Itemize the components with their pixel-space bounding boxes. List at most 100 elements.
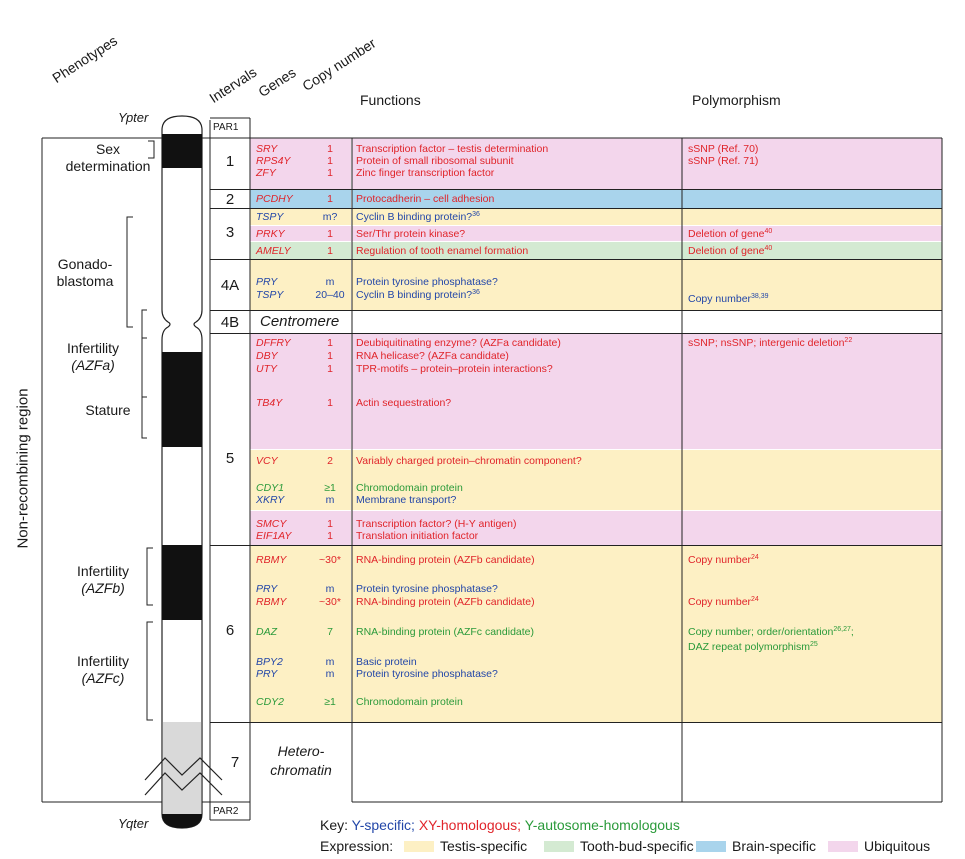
band-testis-tspy-genes xyxy=(250,209,351,225)
non-recombining-region-label: Non-recombining region xyxy=(14,388,32,549)
function-text: Basic protein xyxy=(356,656,417,668)
reference-sup: 40 xyxy=(764,228,773,235)
reference-sup: 24 xyxy=(751,596,759,603)
gene-name: PCDHY xyxy=(256,193,293,205)
copy-number: 1 xyxy=(327,155,333,167)
band-ubiquitous-azfa xyxy=(352,334,942,449)
function-text: RNA helicase? (AZFa candidate) xyxy=(356,350,509,362)
copy-number: 1 xyxy=(327,337,333,349)
reference-sup: 38,39 xyxy=(751,293,769,300)
band-ubiquitous-prky xyxy=(352,226,942,241)
phenotype-text: (AZFb) xyxy=(81,580,125,596)
polymorphism-main: sSNP; nsSNP; intergenic deletion xyxy=(688,337,845,349)
gene-name: CDY1 xyxy=(256,482,285,494)
band-ubiquitous-azfa-genes xyxy=(250,334,351,449)
gene-name: PRY xyxy=(256,583,278,595)
function-text: Protein of small ribosomal subunit xyxy=(356,155,514,167)
reference-sup: 36 xyxy=(472,211,480,218)
interval-6: 6 xyxy=(225,622,235,639)
copy-number: 1 xyxy=(327,397,333,409)
phenotype-gonadoblastoma: Gonado- blastoma xyxy=(45,256,125,290)
gene-name: TSPY xyxy=(256,211,284,223)
interval-7: 7 xyxy=(230,754,240,771)
key-y-autosome-homologous: Y-autosome-homologous xyxy=(524,817,680,833)
key-line: Key: Y-specific; XY-homologous; Y-autoso… xyxy=(320,817,680,833)
phenotype-infertility-azfb: Infertility (AZFb) xyxy=(62,563,144,597)
band-testis-vcy-genes xyxy=(250,450,351,510)
polymorphism-main: Copy number; order/orientation xyxy=(688,626,834,638)
legend-brain: Brain-specific xyxy=(732,838,817,854)
polymorphism-main: Copy number xyxy=(688,596,752,608)
swatch-ubiquitous xyxy=(828,841,858,852)
key-label: Key: xyxy=(320,817,349,833)
phenotype-text: (AZFc) xyxy=(81,670,125,686)
function-text: RNA-binding protein (AZFb candidate) xyxy=(356,554,535,566)
copy-number: m? xyxy=(322,211,338,223)
par2-label: PAR2 xyxy=(213,806,239,817)
band-brain-int2 xyxy=(352,190,942,208)
function-text: Variably charged protein–chromatin compo… xyxy=(356,455,582,467)
ypter-label: Ypter xyxy=(118,110,149,125)
copy-number: 7 xyxy=(327,626,333,638)
gene-name: PRY xyxy=(256,668,278,680)
phenotype-text: (AZFa) xyxy=(71,357,115,373)
gene-name: PRY xyxy=(256,276,278,288)
band-tooth-amely-genes xyxy=(250,242,351,259)
function-text: TPR-motifs – protein–protein interaction… xyxy=(356,363,553,375)
polymorphism-main: Copy number xyxy=(688,554,752,566)
phenotype-brackets xyxy=(126,140,155,721)
phenotype-stature: Stature xyxy=(78,402,138,419)
function-text: Zinc finger transcription factor xyxy=(356,167,495,179)
gene-name: TB4Y xyxy=(256,397,283,409)
function-text: Transcription factor? (H-Y antigen) xyxy=(356,518,517,530)
function-text: Protocadherin – cell adhesion xyxy=(356,193,495,205)
function-text: Actin sequestration? xyxy=(356,397,452,409)
reference-sup: 36 xyxy=(472,289,480,296)
copy-number: 1 xyxy=(327,228,333,240)
function-text: RNA-binding protein (AZFb candidate) xyxy=(356,596,535,608)
polymorphism-main: Copy number xyxy=(688,293,752,305)
heterochromatin-line2: chromatin xyxy=(270,762,332,778)
reference-sup: 25 xyxy=(809,641,818,648)
gene-name: DBY xyxy=(256,350,278,362)
polymorphism-text: sSNP (Ref. 71) xyxy=(688,155,759,167)
expression-label: Expression: xyxy=(320,838,394,854)
band-testis-int6-genes xyxy=(250,546,351,722)
gene-name: DFFRY xyxy=(256,337,291,349)
function-text: Protein tyrosine phosphatase? xyxy=(356,583,498,595)
gene-name: XKRY xyxy=(256,494,285,506)
swatch-testis xyxy=(404,841,434,852)
polymorphism-tail: ; xyxy=(850,626,854,638)
reference-sup: 26,27 xyxy=(833,626,851,633)
function-text: Chromodomain protein xyxy=(356,482,463,494)
polymorphism-text: sSNP; nsSNP; intergenic deletion22 xyxy=(688,337,852,349)
gene-name: UTY xyxy=(256,363,277,375)
copy-number: m xyxy=(325,656,335,668)
function-text: Cyclin B binding protein?36 xyxy=(356,211,480,223)
copy-number: ≥1 xyxy=(324,696,336,708)
header-polymorphism: Polymorphism xyxy=(692,92,781,108)
function-text: Protein tyrosine phosphatase? xyxy=(356,276,498,288)
function-text: Cyclin B binding protein?36 xyxy=(356,289,480,301)
phenotype-text: Infertility xyxy=(76,563,130,579)
phenotype-text: Infertility xyxy=(76,653,130,669)
interval-4b: 4B xyxy=(220,314,240,331)
phenotype-text: blastoma xyxy=(56,273,114,289)
copy-number: 1 xyxy=(327,193,333,205)
par1-label: PAR1 xyxy=(213,122,239,133)
function-text: Ser/Thr protein kinase? xyxy=(356,228,466,240)
phenotype-infertility-azfc: Infertility (AZFc) xyxy=(62,653,144,687)
polymorphism-text: Copy number; order/orientation26,27; xyxy=(688,626,854,638)
legend-testis: Testis-specific xyxy=(440,838,528,854)
function-main: Cyclin B binding protein? xyxy=(356,289,473,301)
phenotype-text: Stature xyxy=(85,402,131,418)
reference-sup: 24 xyxy=(751,554,759,561)
interval-5: 5 xyxy=(225,450,235,467)
legend-tooth: Tooth-bud-specific xyxy=(580,838,694,854)
gene-name: CDY2 xyxy=(256,696,285,708)
polymorphism-text: Deletion of gene40 xyxy=(688,245,772,257)
function-text: Transcription factor – testis determinat… xyxy=(356,143,549,155)
polymorphism-main: Deletion of gene xyxy=(688,245,765,257)
function-text: Deubiquitinating enzyme? (AZFa candidate… xyxy=(356,337,561,349)
